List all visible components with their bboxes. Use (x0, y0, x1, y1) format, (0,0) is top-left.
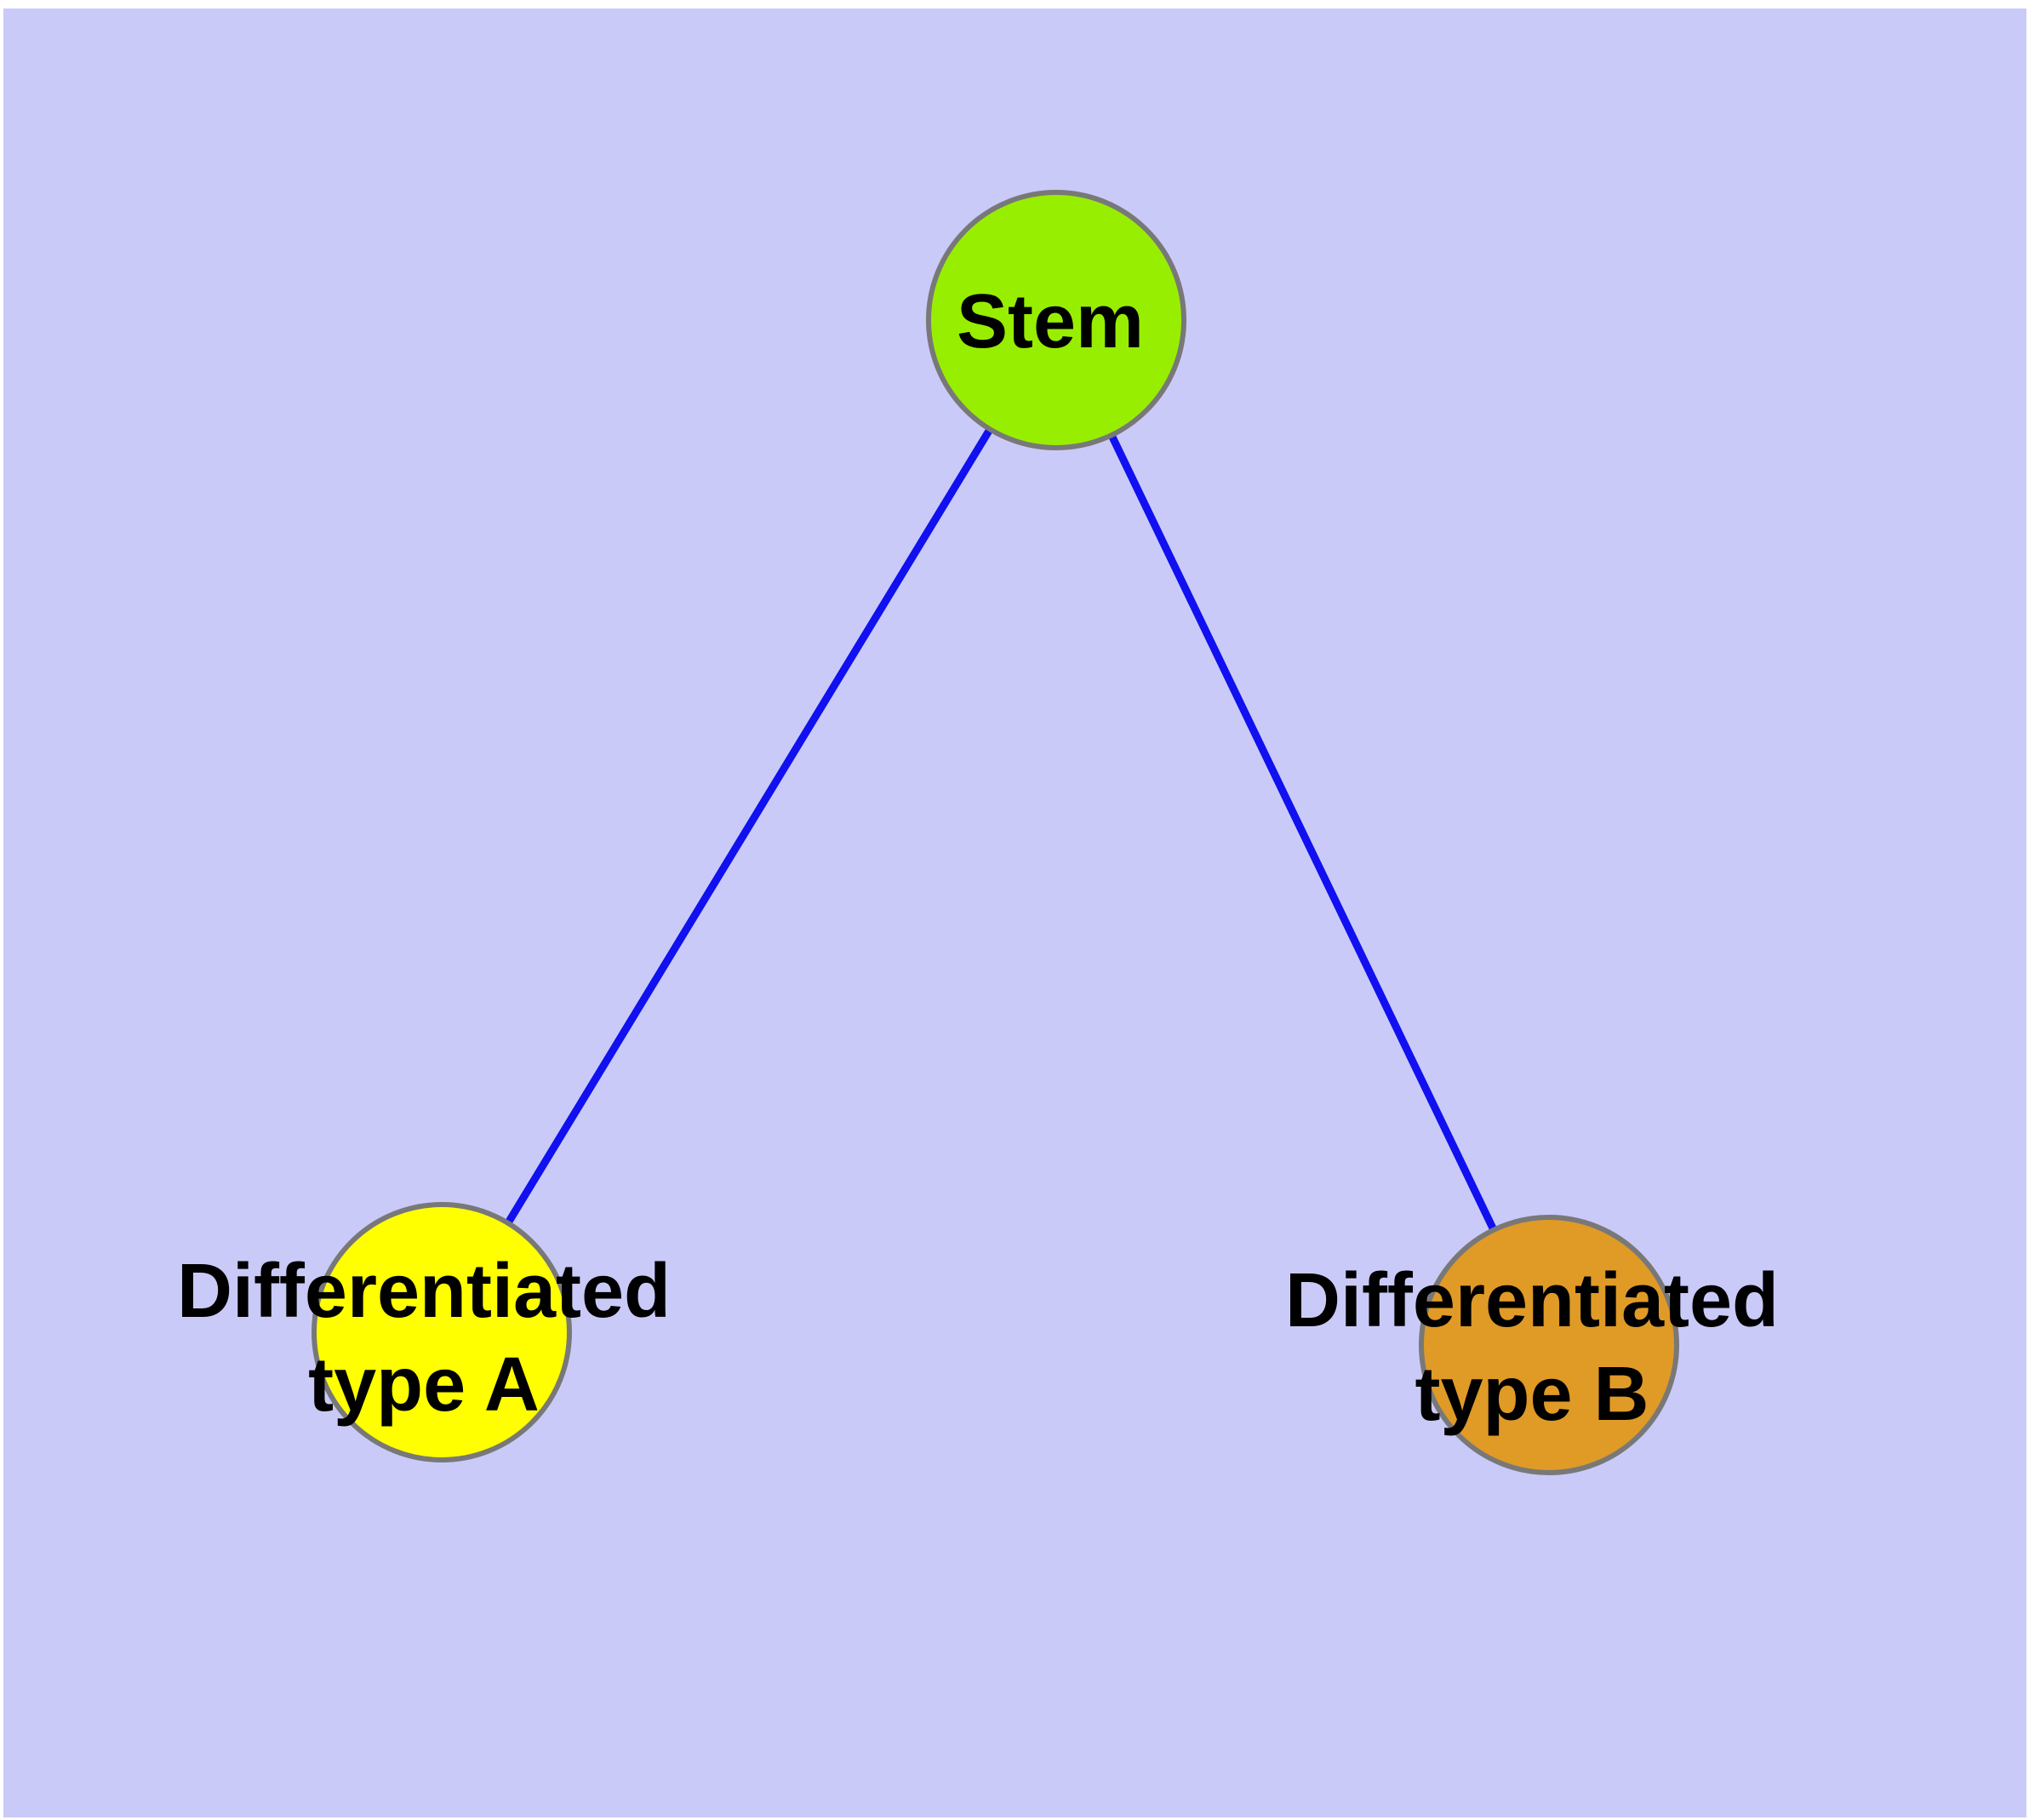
node-type-a-label-line1: Differentiated (177, 1249, 671, 1334)
node-stem-circle (926, 190, 1186, 450)
edge-stem-to-type-b (1052, 318, 1553, 1347)
node-type-a-label-line2: type A (308, 1342, 540, 1428)
node-type-a-circle (311, 1202, 572, 1462)
node-type-b-circle (1419, 1215, 1679, 1475)
node-stem-label: Stem (957, 279, 1144, 364)
edge-stem-to-type-a (438, 318, 1060, 1335)
node-type-b-label-line1: Differentiated (1285, 1258, 1779, 1343)
node-type-b-label-line2: type B (1415, 1352, 1649, 1437)
